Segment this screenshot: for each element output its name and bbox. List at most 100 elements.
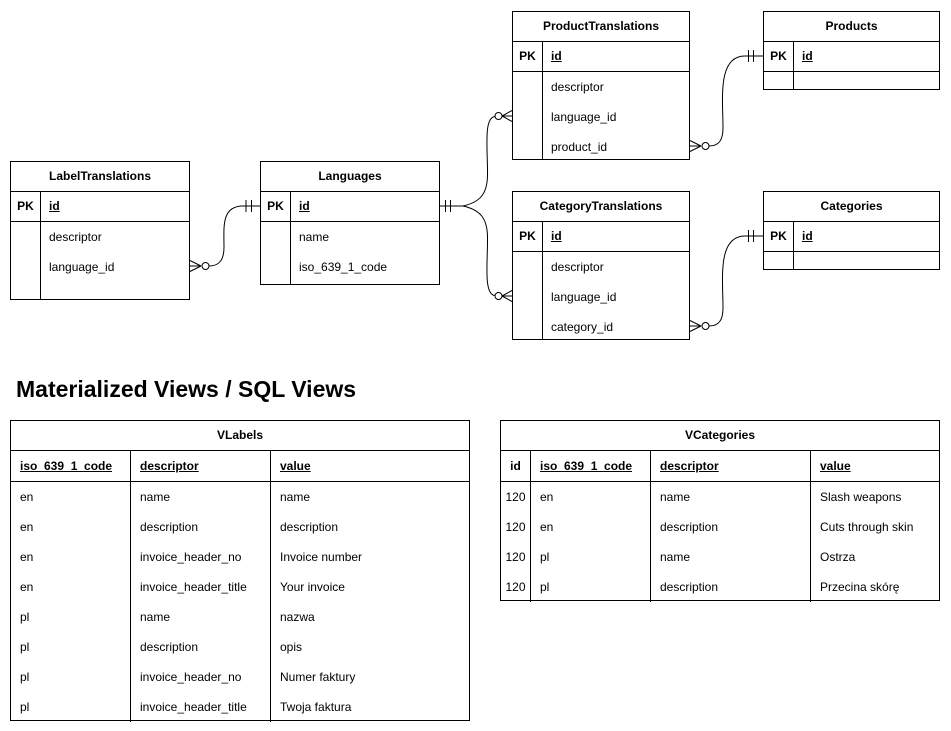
entity-body: descriptor language_id product_id	[513, 72, 689, 159]
table-row: pl invoice_header_no Numer faktury	[11, 662, 469, 692]
cell-value: Slash weapons	[820, 490, 902, 504]
entity-pk-row: PK id	[261, 192, 439, 222]
cell-iso: pl	[11, 692, 131, 722]
cell-value: opis	[280, 640, 303, 654]
cell-value: nazwa	[280, 610, 315, 624]
cell-iso: pl	[531, 572, 651, 602]
one-hash-icon	[445, 200, 451, 212]
field-name: name	[299, 230, 330, 244]
view-title: VCategories	[501, 421, 939, 451]
pk-gutter	[764, 72, 794, 89]
cell-value: Ostrza	[820, 550, 856, 564]
crows-foot-many-icon	[501, 290, 513, 302]
entity-body: descriptor language_id category_id	[513, 252, 689, 339]
cell-iso: pl	[11, 662, 131, 692]
cell-value: Twoja faktura	[280, 700, 352, 714]
table-row: 120 pl description Przecina skórę	[501, 572, 939, 602]
pk-field-id: id	[49, 199, 60, 213]
cell-descriptor: invoice_header_no	[131, 542, 271, 572]
cell-descriptor: name	[651, 482, 811, 512]
field-language-id: language_id	[551, 290, 617, 304]
relationship-producttranslations-products	[689, 50, 763, 152]
cell-iso: pl	[11, 602, 131, 632]
one-hash-icon	[748, 230, 754, 242]
column-header-iso-639-1-code: iso_639_1_code	[531, 451, 651, 481]
pk-gutter	[764, 252, 794, 269]
pk-label: PK	[513, 42, 543, 71]
relationship-labeltranslations-languages	[189, 200, 260, 272]
field-descriptor: descriptor	[551, 80, 604, 94]
pk-label: PK	[764, 222, 794, 251]
entity-pk-row: PK id	[11, 192, 189, 222]
cell-iso: pl	[531, 542, 651, 572]
column-header-value: value	[820, 459, 851, 473]
cell-iso: pl	[11, 632, 131, 662]
cell-iso: en	[531, 512, 651, 542]
cell-id: 120	[501, 482, 531, 512]
pk-field-id: id	[551, 49, 562, 63]
one-hash-icon	[748, 50, 754, 62]
entity-title: LabelTranslations	[11, 162, 189, 192]
table-row: en name name	[11, 482, 469, 512]
entity-body	[764, 72, 939, 89]
entity-pk-row: PK id	[513, 42, 689, 72]
field-language-id: language_id	[551, 110, 617, 124]
cell-value: Invoice number	[280, 550, 363, 564]
cell-descriptor: description	[131, 632, 271, 662]
cell-descriptor: name	[651, 542, 811, 572]
cell-value: Cuts through skin	[820, 520, 914, 534]
zero-circle-icon	[494, 112, 503, 120]
cell-iso: en	[11, 512, 131, 542]
crows-foot-many-icon	[189, 260, 202, 272]
entity-title: Categories	[764, 192, 939, 222]
zero-circle-icon	[701, 142, 710, 150]
entity-title: Languages	[261, 162, 439, 192]
pk-gutter	[513, 252, 543, 339]
entity-categorytranslations: CategoryTranslations PK id descriptor la…	[512, 191, 690, 340]
cell-descriptor: invoice_header_no	[131, 662, 271, 692]
entity-pk-row: PK id	[513, 222, 689, 252]
cell-value: description	[280, 520, 339, 534]
pk-gutter	[513, 72, 543, 159]
cell-value: Your invoice	[280, 580, 345, 594]
crows-foot-many-icon	[689, 320, 702, 332]
cell-id: 120	[501, 542, 531, 572]
cell-descriptor: invoice_header_title	[131, 692, 271, 722]
cell-descriptor: invoice_header_title	[131, 572, 271, 602]
view-table-vcategories: VCategories id iso_639_1_code descriptor…	[500, 420, 940, 602]
field-language-id: language_id	[49, 260, 115, 274]
field-descriptor: descriptor	[551, 260, 604, 274]
cell-iso: en	[11, 572, 131, 602]
cell-iso: en	[11, 542, 131, 572]
table-row: pl description opis	[11, 632, 469, 662]
pk-field-id: id	[802, 49, 813, 63]
field-iso-639-1-code: iso_639_1_code	[299, 260, 388, 274]
cell-descriptor: description	[651, 512, 811, 542]
cell-descriptor: name	[131, 602, 271, 632]
field-descriptor: descriptor	[49, 230, 102, 244]
crows-foot-many-icon	[689, 140, 702, 152]
pk-label: PK	[11, 192, 41, 221]
column-header-value: value	[280, 459, 311, 473]
entity-producttranslations: ProductTranslations PK id descriptor lan…	[512, 11, 690, 160]
entity-languages: Languages PK id name iso_639_1_code	[260, 161, 440, 285]
entity-labeltranslations: LabelTranslations PK id descriptor langu…	[10, 161, 190, 300]
entity-title: CategoryTranslations	[513, 192, 689, 222]
column-header-iso-639-1-code: iso_639_1_code	[11, 451, 131, 481]
view-header-row: iso_639_1_code descriptor value	[11, 451, 469, 482]
column-header-descriptor: descriptor	[651, 451, 811, 481]
one-hash-icon	[245, 200, 252, 212]
entity-body: descriptor language_id	[11, 222, 189, 299]
field-product-id: product_id	[551, 140, 608, 154]
cell-id: 120	[501, 572, 531, 602]
cell-id: 120	[501, 512, 531, 542]
table-row: 120 en name Slash weapons	[501, 482, 939, 512]
field-category-id: category_id	[551, 320, 614, 334]
zero-circle-icon	[494, 292, 503, 300]
relationship-categorytranslations-categories	[689, 230, 763, 332]
entity-title: Products	[764, 12, 939, 42]
entity-categories: Categories PK id	[763, 191, 940, 270]
pk-field-id: id	[802, 229, 813, 243]
zero-circle-icon	[701, 322, 710, 330]
